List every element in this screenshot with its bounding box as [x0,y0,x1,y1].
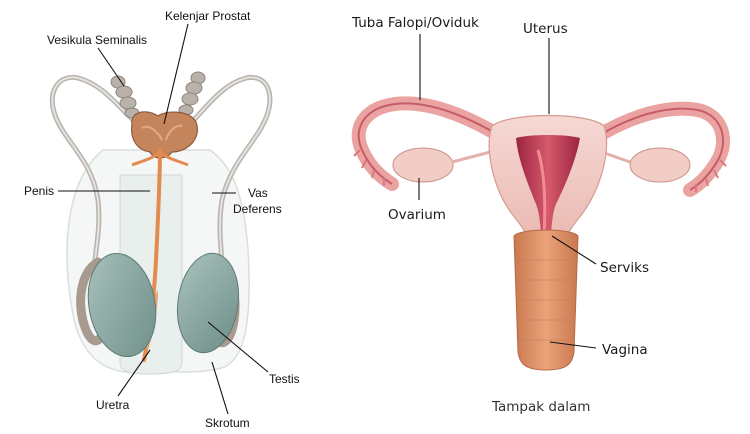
prostate-gland [131,111,198,159]
ovary-right [629,147,691,183]
label-skrotum: Skrotum [205,416,250,430]
testis-left [87,252,157,358]
label-vagina: Vagina [602,342,648,358]
label-serviks: Serviks [600,260,650,276]
label-uretra: Uretra [96,398,130,412]
label-kelenjar-prostat: Kelenjar Prostat [165,9,251,23]
seminal-vesicle-right [178,71,206,116]
ovary-left [392,147,454,183]
male-diagram [49,23,273,415]
seminal-vesicle-left [110,75,140,119]
label-penis: Penis [24,184,55,198]
uterine-cavity [516,135,580,240]
label-vesikula-seminalis: Vesikula Seminalis [47,33,148,47]
male-leader-lines [58,23,269,415]
female-diagram [351,34,731,371]
label-testis: Testis [269,372,300,386]
female-leader-lines [418,34,597,349]
testis-right [176,252,240,354]
caption-tampak-dalam: Tampak dalam [492,399,591,415]
label-deferens: Deferens [233,202,282,216]
epididymis-left [76,257,105,346]
label-uterus: Uterus [523,21,568,37]
label-tuba-falopi: Tuba Falopi/Oviduk [352,15,479,31]
label-ovarium: Ovarium [388,207,446,223]
label-vas: Vas [248,186,268,200]
